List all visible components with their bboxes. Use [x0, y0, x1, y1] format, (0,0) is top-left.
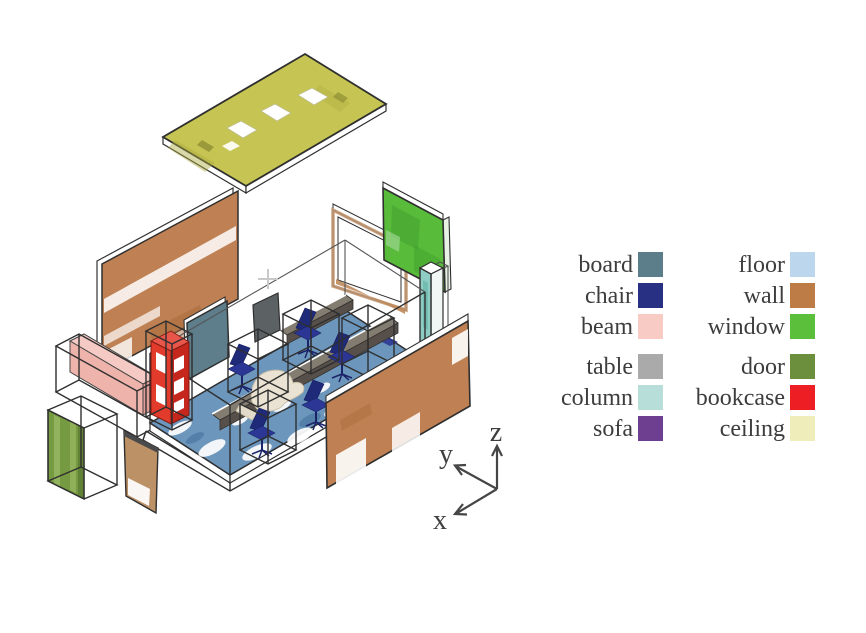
door-panel-tan [123, 429, 159, 515]
legend-label-window: window [707, 313, 785, 340]
window-frame-wall [331, 203, 408, 314]
legend-swatch-door [790, 354, 815, 379]
legend: board chair beam table column sofa floor [536, 249, 815, 444]
ceiling-vent [197, 140, 214, 152]
legend-label-door: door [741, 353, 785, 380]
legend-row-ceiling: ceiling [665, 413, 815, 444]
door-bounding-box [46, 395, 119, 500]
back-left-wall [96, 186, 239, 374]
legend-label-beam: beam [581, 313, 633, 340]
legend-swatch-sofa [638, 416, 663, 441]
ceiling-vent [333, 92, 348, 103]
bookcase [144, 320, 194, 431]
z-axis-label: z [490, 417, 502, 448]
legend-row-sofa: sofa [536, 413, 663, 444]
legend-swatch-column [638, 385, 663, 410]
y-axis-label: y [439, 439, 453, 470]
legend-row-bookcase: bookcase [665, 382, 815, 413]
legend-row-board: board [536, 249, 663, 280]
ceiling-slab [161, 52, 388, 195]
x-axis-arrow [456, 488, 498, 514]
legend-label-ceiling: ceiling [719, 415, 785, 442]
legend-row-floor: floor [665, 249, 815, 280]
legend-swatch-beam [638, 314, 663, 339]
y-axis-arrow [456, 466, 498, 490]
legend-swatch-bookcase [790, 385, 815, 410]
legend-label-column: column [561, 384, 633, 411]
legend-label-floor: floor [738, 251, 785, 278]
legend-label-bookcase: bookcase [695, 384, 785, 411]
legend-label-wall: wall [743, 282, 785, 309]
legend-gap [536, 342, 663, 351]
legend-row-table: table [536, 351, 663, 382]
door-assembly [46, 395, 159, 515]
legend-label-table: table [586, 353, 633, 380]
legend-label-chair: chair [585, 282, 633, 309]
axes-indicator: z y x [433, 417, 503, 536]
legend-row-chair: chair [536, 280, 663, 311]
bookcase-shelf-gaps [156, 352, 184, 413]
legend-swatch-board [638, 252, 663, 277]
legend-swatch-wall [790, 283, 815, 308]
x-axis-label: x [433, 505, 447, 536]
legend-row-door: door [665, 351, 815, 382]
legend-swatch-chair [638, 283, 663, 308]
grey-panel [252, 292, 281, 343]
legend-swatch-window [790, 314, 815, 339]
legend-row-window: window [665, 311, 815, 342]
registration-cross [258, 269, 278, 289]
front-right-wall [325, 313, 471, 490]
legend-row-beam: beam [536, 311, 663, 342]
legend-column-left: board chair beam table column sofa [536, 249, 663, 444]
legend-label-board: board [578, 251, 633, 278]
legend-swatch-floor [790, 252, 815, 277]
legend-label-sofa: sofa [593, 415, 633, 442]
ceiling-light-fixtures [222, 87, 329, 151]
legend-swatch-ceiling [790, 416, 815, 441]
legend-row-column: column [536, 382, 663, 413]
legend-row-wall: wall [665, 280, 815, 311]
legend-gap [665, 342, 815, 351]
legend-swatch-table [638, 354, 663, 379]
legend-column-right: floor wall window door bookcase ceiling [665, 249, 815, 444]
bookcase-bounding-box [144, 320, 194, 431]
